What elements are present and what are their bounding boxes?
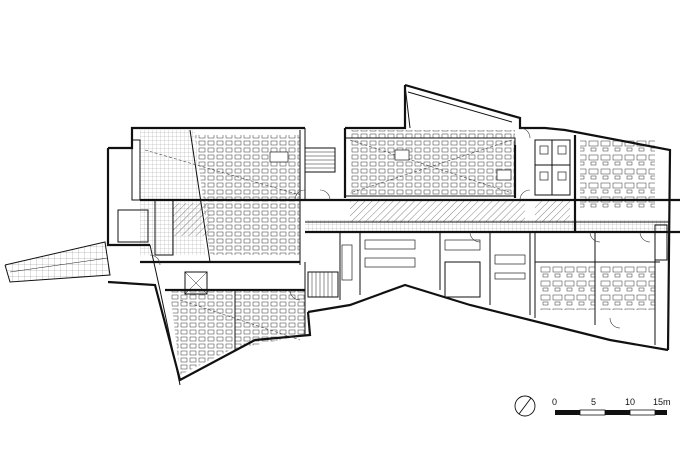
door-swings	[149, 127, 651, 329]
floor-patterns	[5, 130, 670, 375]
scale-label-10: 10	[625, 397, 635, 407]
exterior-walls	[4, 83, 672, 386]
scale-label-5: 5	[591, 397, 596, 407]
scale-label-15m: 15m	[653, 397, 671, 407]
scale-label-0: 0	[552, 397, 557, 407]
scale-bar: 0 5 10 15m	[552, 397, 671, 416]
north-arrow-icon	[514, 395, 536, 417]
interior-walls	[117, 128, 680, 350]
lab-benches	[269, 145, 567, 281]
